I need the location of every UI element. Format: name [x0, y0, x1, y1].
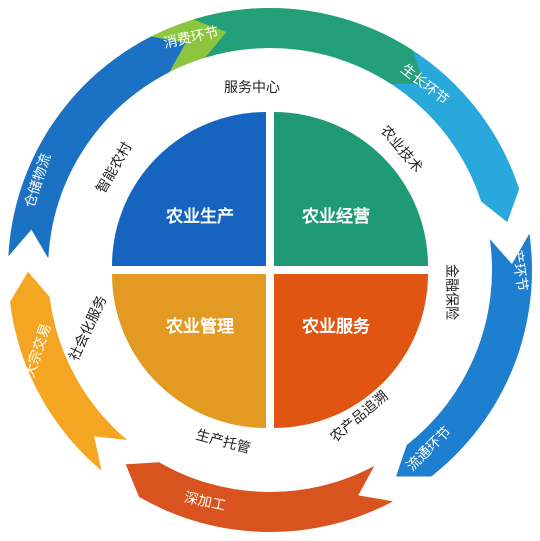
quadrant-agri-operation: [274, 112, 428, 266]
outer-label-production: 生产环节: [506, 235, 530, 293]
quadrant-agri-production: [112, 112, 266, 266]
outer-segment-circulation: [125, 462, 394, 532]
quadrant-label-management: 农业管理: [165, 316, 234, 337]
outer-ring: [8, 7, 533, 532]
quadrant-label-service: 农业服务: [301, 316, 371, 337]
outer-segment-deep-processing: [9, 271, 128, 471]
core-quadrants: 农业生产 农业经营 农业管理 农业服务: [112, 112, 428, 428]
ring-label-finance-insurance: 金融保险: [443, 264, 459, 320]
outer-segment-production: [396, 233, 533, 477]
quadrant-label-production: 农业生产: [165, 206, 234, 227]
inner-ring: [70, 70, 470, 470]
outer-segment-logistics: [193, 8, 425, 84]
outer-segment-bulk-trade: [8, 36, 186, 259]
quadrant-agri-service: [274, 274, 428, 428]
quadrant-label-operation: 农业经营: [301, 206, 370, 227]
quadrant-agri-management: [112, 274, 266, 428]
ring-label-service-center: 服务中心: [224, 80, 280, 96]
